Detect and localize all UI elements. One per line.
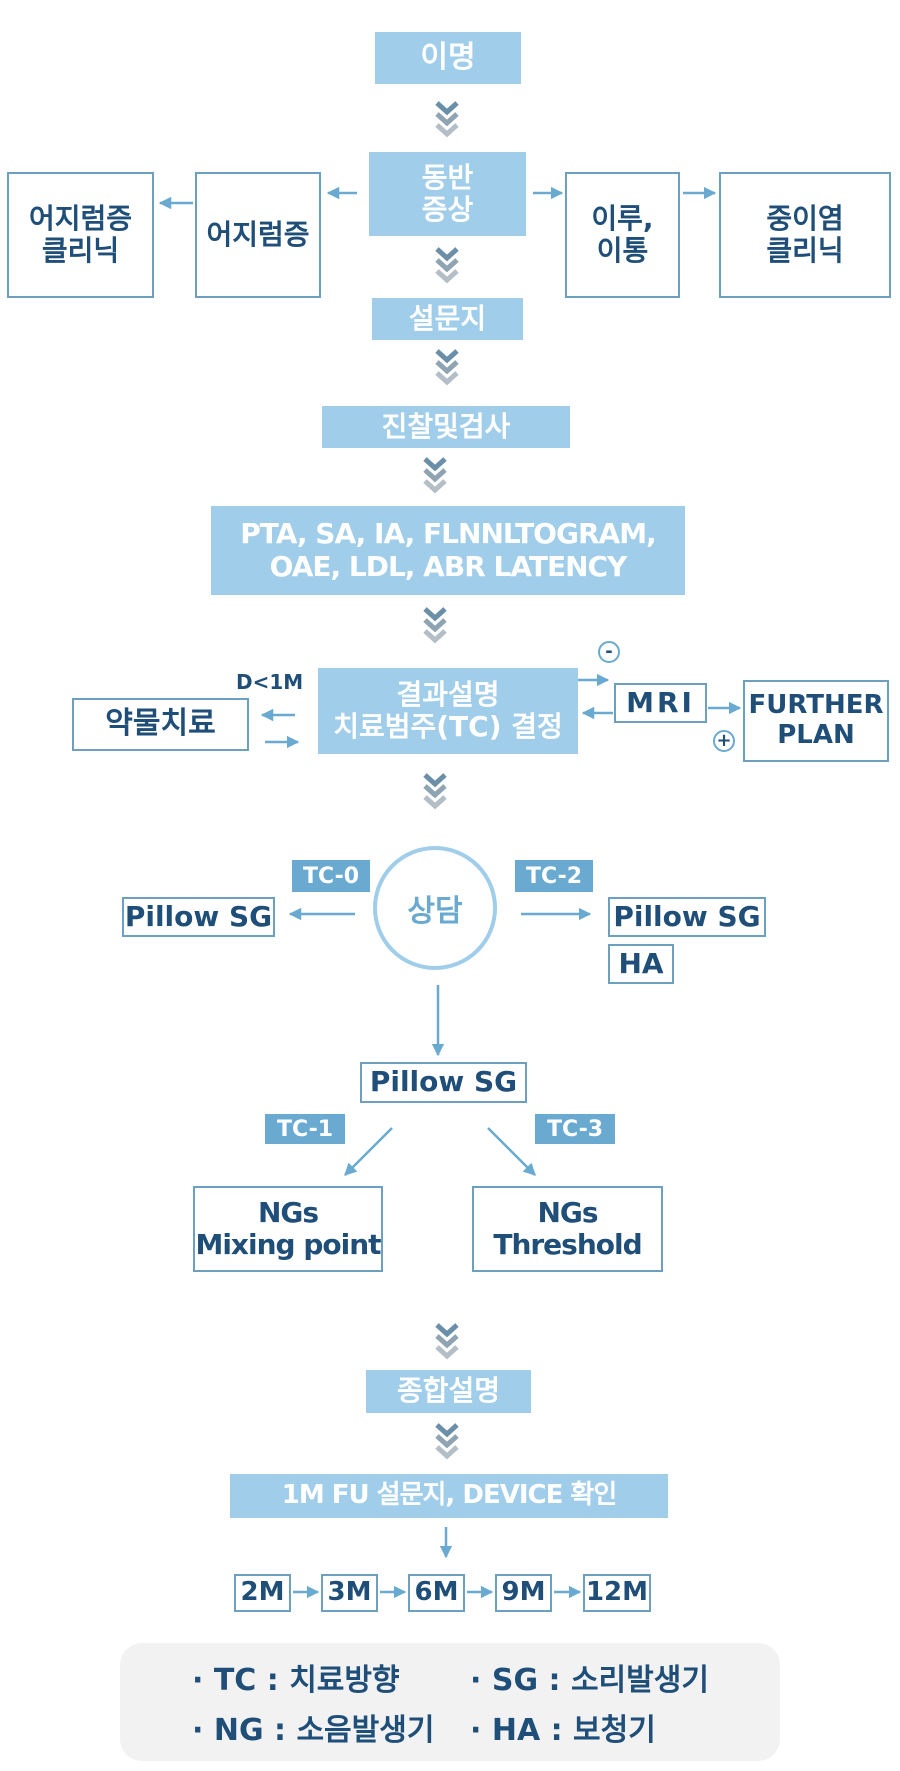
node-counsel: 상담 [373,846,497,970]
node-meds: 약물치료 [72,698,249,751]
chevron-down-icon [423,773,447,810]
node-otorrhea: 이루, 이통 [565,172,680,298]
minus-icon: - [598,641,620,663]
node-ng-threshold: NGs Threshold [472,1186,663,1272]
legend-tc: · TC : 치료방향 [192,1663,400,1698]
followup-9m: 9M [495,1574,552,1612]
node-tc0-pillow: Pillow SG [122,897,275,937]
node-mri: MRI [614,683,707,723]
node-summary: 종합설명 [366,1370,531,1413]
plus-icon: + [713,730,735,752]
chevron-down-icon [435,1423,459,1460]
followup-6m: 6M [408,1574,465,1612]
chevron-down-icon [435,247,459,284]
legend: · TC : 치료방향 · SG : 소리발생기 · NG : 소음발생기 · … [120,1643,780,1761]
tag-tc1: TC-1 [265,1114,345,1144]
node-tc2-ha: HA [608,944,674,984]
arrow-pillow-to-mix [344,1127,393,1176]
chevron-down-icon [435,349,459,386]
node-pillow-center: Pillow SG [360,1062,527,1103]
node-further-plan: FURTHER PLAN [743,680,889,762]
legend-ha: · HA : 보청기 [470,1713,656,1748]
label-d1m: D<1M [236,670,304,694]
chevron-down-icon [435,101,459,138]
tag-tc2: TC-2 [515,860,593,892]
chevron-down-icon [423,607,447,644]
node-dizziness: 어지럼증 [195,172,321,298]
node-dizziness-clinic: 어지럼증 클리닉 [7,172,154,298]
node-ng-mixing: NGs Mixing point [193,1186,383,1272]
legend-sg: · SG : 소리발생기 [470,1663,709,1698]
followup-3m: 3M [321,1574,378,1612]
node-result: 결과설명 치료범주(TC) 결정 [318,668,578,754]
node-start: 이명 [375,32,521,84]
tag-tc0: TC-0 [292,860,370,892]
tag-tc3: TC-3 [535,1114,615,1144]
node-exam: 진찰및검사 [322,406,570,448]
node-tests: PTA, SA, IA, FLNNLTOGRAM, OAE, LDL, ABR … [211,506,685,595]
followup-12m: 12M [583,1574,651,1612]
chevron-down-icon [423,457,447,494]
node-questionnaire: 설문지 [372,298,523,340]
node-otitis-clinic: 중이염 클리닉 [719,172,891,298]
node-fu: 1M FU 설문지, DEVICE 확인 [230,1474,668,1518]
followup-2m: 2M [234,1574,291,1612]
legend-ng: · NG : 소음발생기 [192,1713,435,1748]
node-tc2-pillow: Pillow SG [608,897,766,937]
arrow-pillow-to-thr [487,1127,536,1176]
node-symptoms: 동반 증상 [369,152,526,236]
chevron-down-icon [435,1323,459,1360]
